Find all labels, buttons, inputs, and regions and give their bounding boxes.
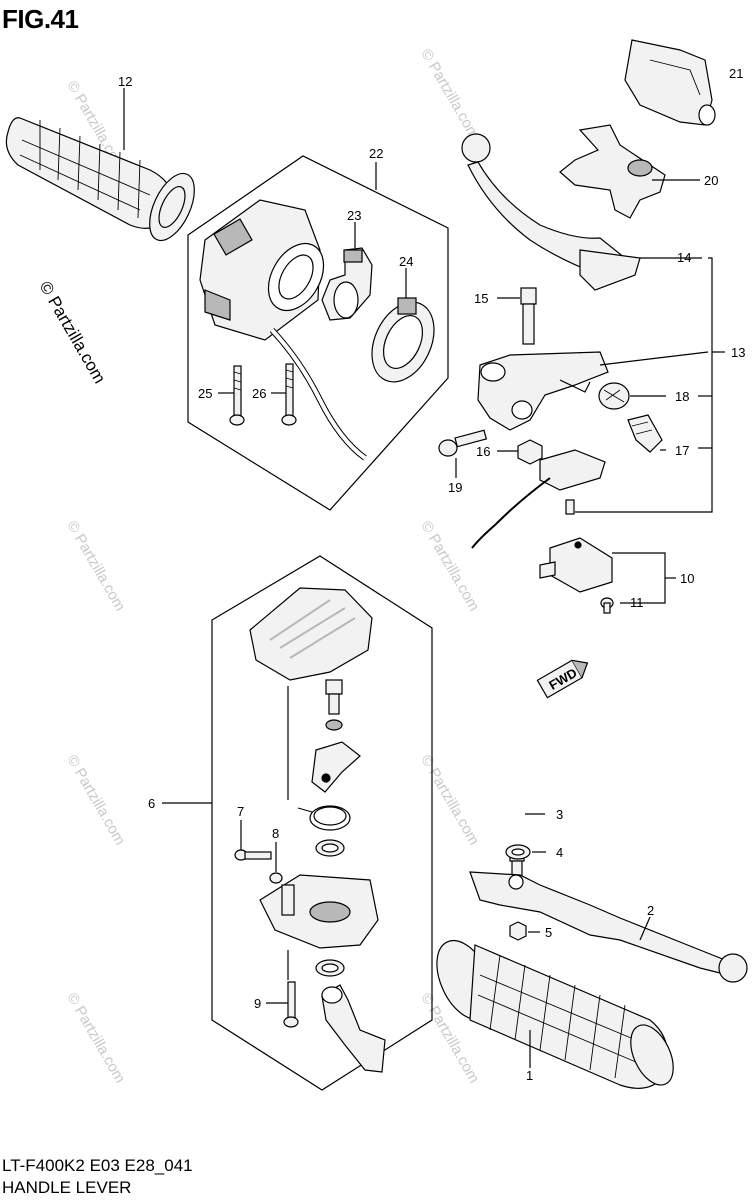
leader-13b xyxy=(599,351,709,366)
screw-part-6a[interactable] xyxy=(325,679,343,731)
forward-arrow-icon xyxy=(536,659,589,699)
callout-19: 19 xyxy=(448,480,462,495)
holder-part-13[interactable] xyxy=(477,351,609,431)
screw-part-17[interactable] xyxy=(627,414,663,453)
bolt-part-19[interactable] xyxy=(438,429,488,457)
washer-6d[interactable] xyxy=(315,839,345,857)
screw-part-9[interactable] xyxy=(283,981,299,1028)
callout-18: 18 xyxy=(675,389,689,404)
throttle-housing-6e[interactable] xyxy=(259,874,379,949)
bracket-part-20[interactable] xyxy=(559,124,666,219)
throttle-cover-6[interactable] xyxy=(249,587,373,681)
bolt-part-15[interactable] xyxy=(520,287,537,345)
callout-1: 1 xyxy=(526,1068,533,1083)
ring-part-24[interactable] xyxy=(360,292,446,392)
callout-9: 9 xyxy=(254,996,261,1011)
callout-14: 14 xyxy=(677,250,691,265)
screw-part-11[interactable] xyxy=(600,597,614,614)
lever-part-14[interactable] xyxy=(461,133,641,291)
cover-part-21[interactable] xyxy=(624,39,716,126)
callout-4: 4 xyxy=(556,845,563,860)
callout-10: 10 xyxy=(680,571,694,586)
callout-20: 20 xyxy=(704,173,718,188)
switch-cable-13[interactable] xyxy=(471,449,606,549)
callout-21: 21 xyxy=(729,66,743,81)
callout-22: 22 xyxy=(369,146,383,161)
lever-plate-6b[interactable] xyxy=(311,741,361,793)
group-box-6 xyxy=(211,555,433,1091)
callout-15: 15 xyxy=(474,291,488,306)
switch-housing-22[interactable] xyxy=(199,199,335,341)
screw-part-26[interactable] xyxy=(281,363,297,426)
callout-24: 24 xyxy=(399,254,413,269)
callout-3: 3 xyxy=(556,807,563,822)
callout-11: 11 xyxy=(630,595,644,610)
screw-part-7[interactable] xyxy=(234,849,272,861)
callout-17: 17 xyxy=(675,443,689,458)
grip-part-12[interactable] xyxy=(5,117,203,247)
callout-8: 8 xyxy=(272,826,279,841)
callout-7: 7 xyxy=(237,804,244,819)
leader-2 xyxy=(639,916,651,941)
brake-lever-part-2[interactable] xyxy=(469,871,748,983)
washer-6f[interactable] xyxy=(315,959,345,977)
nut-part-16[interactable] xyxy=(517,439,543,465)
group-box-22 xyxy=(187,155,449,511)
washer-part-4[interactable] xyxy=(505,844,531,860)
screw-part-25[interactable] xyxy=(229,365,245,426)
throttle-lever-6g[interactable] xyxy=(321,984,386,1073)
nut-part-5[interactable] xyxy=(509,921,527,941)
grip-part-1[interactable] xyxy=(425,932,681,1092)
washer-part-8[interactable] xyxy=(269,872,283,884)
callout-12: 12 xyxy=(118,74,132,89)
callout-6: 6 xyxy=(148,796,155,811)
bracket-13 xyxy=(575,257,713,513)
callout-16: 16 xyxy=(476,444,490,459)
spring-6c[interactable] xyxy=(297,805,351,831)
callout-25: 25 xyxy=(198,386,212,401)
dimmer-switch-part-23[interactable] xyxy=(321,247,373,321)
figure-name: HANDLE LEVER xyxy=(2,1178,132,1197)
switch-part-10[interactable] xyxy=(539,537,613,593)
callout-26: 26 xyxy=(252,386,266,401)
callout-23: 23 xyxy=(347,208,361,223)
wire-harness-22 xyxy=(269,327,367,461)
model-code: LT-F400K2 E03 E28_041 xyxy=(2,1156,193,1175)
callout-5: 5 xyxy=(545,925,552,940)
plate-part-18[interactable] xyxy=(598,382,630,410)
callout-13: 13 xyxy=(731,345,745,360)
figure-title: FIG.41 xyxy=(2,4,79,34)
callout-2: 2 xyxy=(647,903,654,918)
